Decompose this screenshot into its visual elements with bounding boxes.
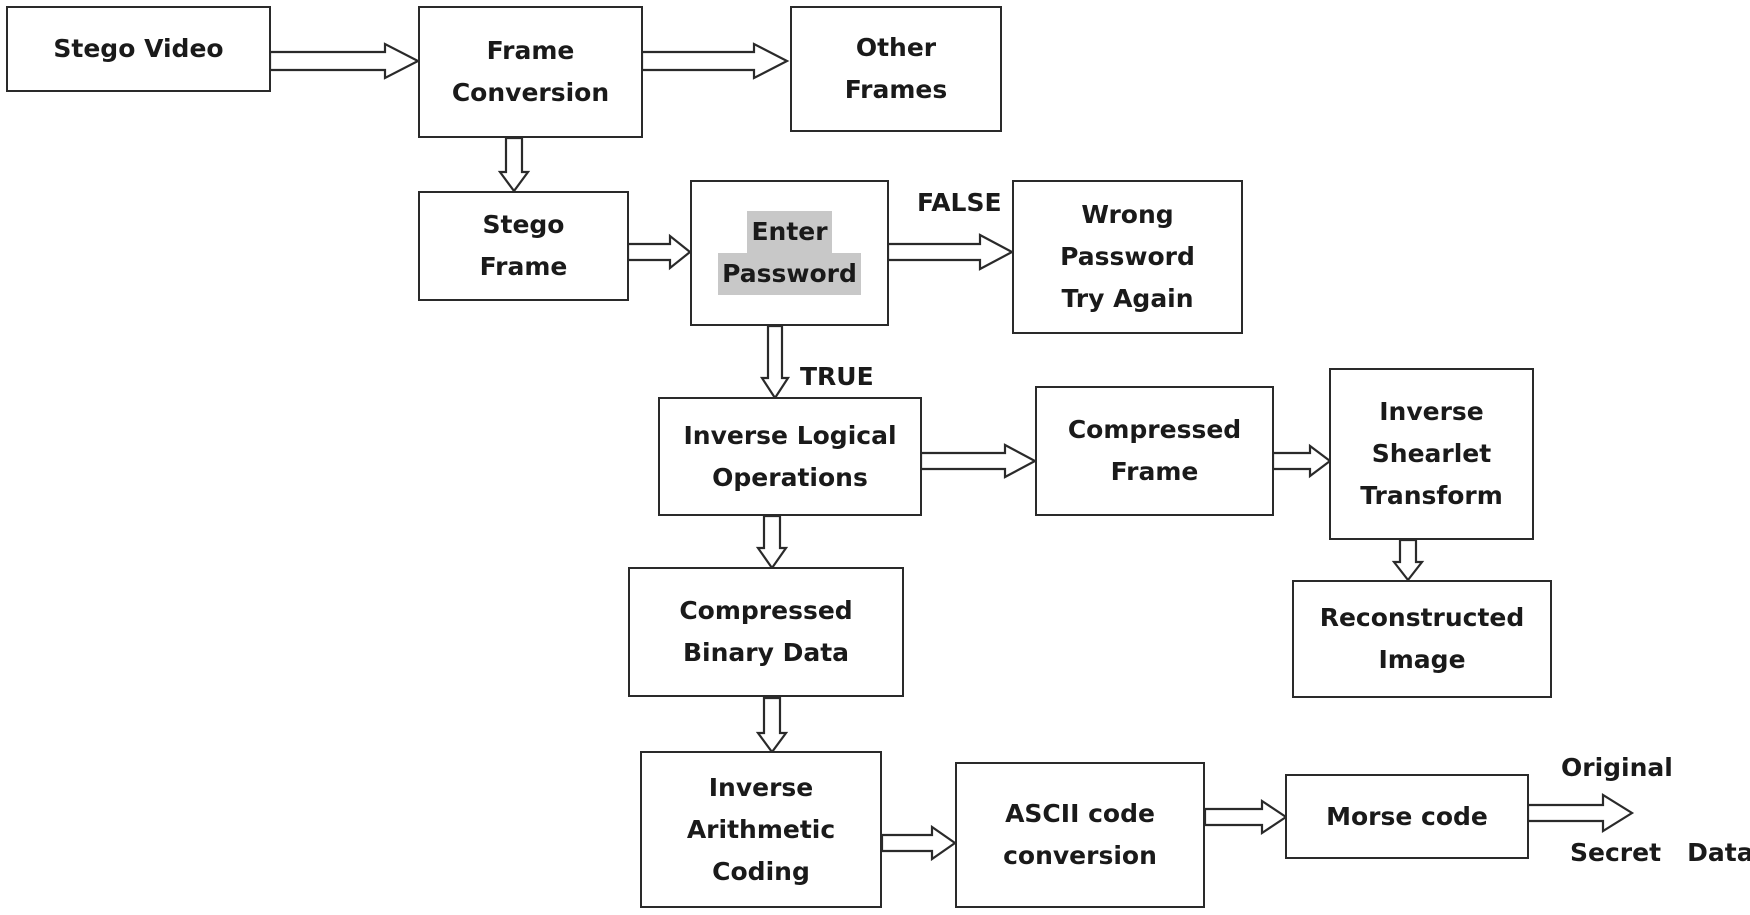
arrow-logical-to-compressed-frame	[919, 443, 1038, 479]
arrow-password-true	[759, 324, 791, 401]
node-text-line: Inverse Logical	[683, 420, 897, 450]
node-text-line: Password	[718, 253, 861, 295]
node-text-line: Arithmetic	[686, 814, 836, 844]
node-text-line: Shearlet	[1371, 439, 1492, 468]
node-stego-video: Stego Video	[6, 6, 271, 92]
arrow-binary-to-arithmetic	[755, 696, 789, 754]
arrow-logical-to-binary	[755, 514, 789, 570]
node-text-line: Frame	[479, 252, 568, 281]
arrow-compressed-to-shearlet	[1271, 443, 1332, 479]
node-text-line: conversion	[1003, 841, 1157, 870]
label-false: FALSE	[917, 188, 1002, 217]
node-text-line: Password	[1060, 242, 1195, 271]
node-text-line: Wrong	[1081, 200, 1174, 229]
arrow-conversion-to-stegoframe	[497, 136, 531, 193]
node-text-line: Enter	[747, 211, 832, 253]
node-text-line: Inverse	[708, 772, 814, 802]
arrow-arithmetic-to-ascii	[880, 824, 957, 862]
node-text-line: Stego	[482, 210, 565, 239]
node-text-line: Morse code	[1326, 801, 1488, 831]
arrow-ascii-to-morse	[1203, 798, 1288, 836]
arrow-password-false	[886, 233, 1015, 271]
node-text-line: Try Again	[1061, 284, 1194, 313]
node-text-line: Frame	[486, 36, 575, 65]
node-text-line: Other	[855, 33, 937, 62]
node-text-line: Image	[1378, 645, 1466, 674]
node-text-line: Stego Video	[53, 34, 224, 63]
node-text-line: ASCII code	[1005, 799, 1155, 828]
node-text-line: Transform	[1360, 481, 1503, 510]
node-morse-code: Morse code	[1285, 774, 1529, 859]
node-text-line: Compressed	[1067, 415, 1242, 444]
node-text-line: Binary Data	[682, 638, 850, 667]
node-text-line: Frame	[1110, 457, 1199, 486]
label-true: TRUE	[800, 362, 874, 391]
node-text-line: Compressed	[679, 596, 853, 625]
node-text-line: Conversion	[451, 78, 610, 107]
node-text-line: Inverse	[1379, 397, 1484, 426]
arrow-stegoframe-to-password	[626, 233, 692, 271]
arrow-shearlet-to-reconstructed	[1391, 538, 1425, 582]
node-text-line: Coding	[712, 856, 810, 886]
node-text-line: Reconstructed	[1319, 603, 1525, 632]
arrow-morse-to-output	[1526, 793, 1635, 833]
node-text-line: Frames	[844, 75, 948, 104]
label-original: Original	[1561, 753, 1673, 782]
arrow-video-to-conversion	[268, 42, 421, 80]
node-text-line: Operations	[712, 462, 868, 492]
node-ascii-conversion: ASCII code conversion	[955, 762, 1205, 908]
arrow-conversion-to-other	[640, 42, 790, 80]
label-secret-data: Secret Data	[1570, 838, 1750, 867]
